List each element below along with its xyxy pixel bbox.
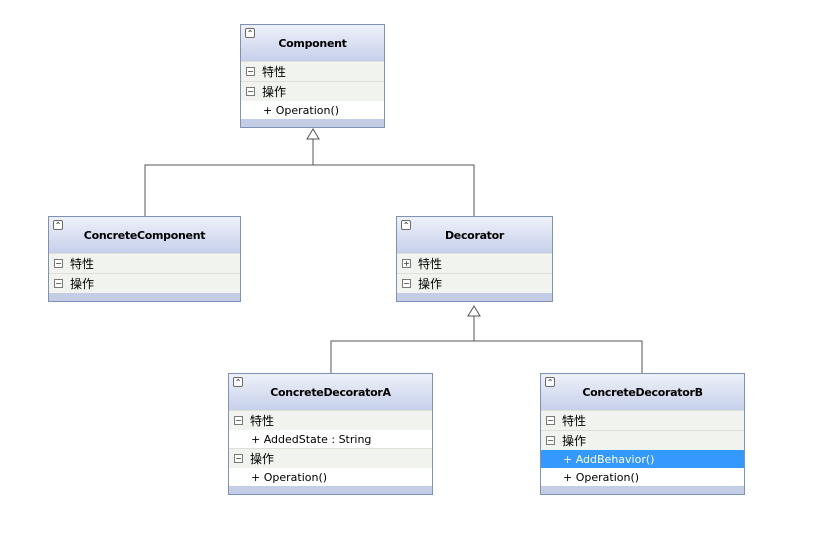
minus-box-icon[interactable]: −: [546, 416, 555, 425]
class-name: ConcreteComponent: [83, 228, 206, 242]
class-header[interactable]: ⌃ ConcreteDecoratorA: [229, 374, 432, 410]
class-footer: [541, 486, 744, 494]
class-header[interactable]: ⌃ ConcreteDecoratorB: [541, 374, 744, 410]
operations-compartment[interactable]: − 操作: [541, 430, 744, 450]
double-chevron-up-icon[interactable]: ⌃: [245, 28, 255, 38]
operations-compartment[interactable]: − 操作: [397, 273, 552, 293]
compartment-label: 特性: [562, 414, 587, 428]
class-header[interactable]: ⌃ Decorator: [397, 217, 552, 253]
attributes-compartment[interactable]: − 特性: [49, 253, 240, 273]
operation-member[interactable]: + Operation(): [241, 101, 384, 119]
class-concrete-decorator-b[interactable]: ⌃ ConcreteDecoratorB − 特性 − 操作 + AddBeha…: [540, 373, 745, 495]
class-footer: [49, 293, 240, 301]
class-footer: [241, 119, 384, 127]
class-footer: [229, 486, 432, 494]
plus-box-icon[interactable]: +: [402, 259, 411, 268]
compartment-label: 特性: [262, 65, 287, 79]
class-concrete-component[interactable]: ⌃ ConcreteComponent − 特性 − 操作: [48, 216, 241, 302]
compartment-label: 操作: [562, 434, 587, 448]
operation-member[interactable]: + Operation(): [541, 468, 744, 486]
compartment-label: 特性: [250, 414, 275, 428]
attributes-compartment[interactable]: − 特性: [229, 410, 432, 430]
compartment-label: 操作: [262, 85, 287, 99]
operation-member[interactable]: + Operation(): [229, 468, 432, 486]
class-concrete-decorator-a[interactable]: ⌃ ConcreteDecoratorA − 特性 + AddedState :…: [228, 373, 433, 495]
double-chevron-up-icon[interactable]: ⌃: [233, 377, 243, 387]
class-header[interactable]: ⌃ ConcreteComponent: [49, 217, 240, 253]
compartment-label: 操作: [250, 452, 275, 466]
minus-box-icon[interactable]: −: [54, 279, 63, 288]
double-chevron-up-icon[interactable]: ⌃: [401, 220, 411, 230]
compartment-label: 特性: [418, 257, 443, 271]
operations-compartment[interactable]: − 操作: [241, 81, 384, 101]
attributes-compartment[interactable]: − 特性: [541, 410, 744, 430]
attributes-compartment[interactable]: + 特性: [397, 253, 552, 273]
minus-box-icon[interactable]: −: [54, 259, 63, 268]
compartment-label: 操作: [418, 277, 443, 291]
minus-box-icon[interactable]: −: [546, 436, 555, 445]
attributes-compartment[interactable]: − 特性: [241, 61, 384, 81]
minus-box-icon[interactable]: −: [246, 87, 255, 96]
class-name: ConcreteDecoratorB: [582, 385, 703, 399]
generalization-component: [144, 128, 475, 216]
double-chevron-up-icon[interactable]: ⌃: [545, 377, 555, 387]
generalization-decorator: [330, 305, 643, 373]
minus-box-icon[interactable]: −: [234, 416, 243, 425]
class-header[interactable]: ⌃ Component: [241, 25, 384, 61]
operation-member-selected[interactable]: + AddBehavior(): [541, 450, 744, 468]
attribute-member[interactable]: + AddedState : String: [229, 430, 432, 448]
minus-box-icon[interactable]: −: [402, 279, 411, 288]
class-footer: [397, 293, 552, 301]
minus-box-icon[interactable]: −: [246, 67, 255, 76]
minus-box-icon[interactable]: −: [234, 454, 243, 463]
compartment-label: 特性: [70, 257, 95, 271]
class-name: ConcreteDecoratorA: [270, 385, 391, 399]
compartment-label: 操作: [70, 277, 95, 291]
class-name: Component: [278, 36, 347, 50]
class-decorator[interactable]: ⌃ Decorator + 特性 − 操作: [396, 216, 553, 302]
double-chevron-up-icon[interactable]: ⌃: [53, 220, 63, 230]
class-component[interactable]: ⌃ Component − 特性 − 操作 + Operation(): [240, 24, 385, 128]
operations-compartment[interactable]: − 操作: [229, 448, 432, 468]
class-name: Decorator: [444, 228, 505, 242]
operations-compartment[interactable]: − 操作: [49, 273, 240, 293]
